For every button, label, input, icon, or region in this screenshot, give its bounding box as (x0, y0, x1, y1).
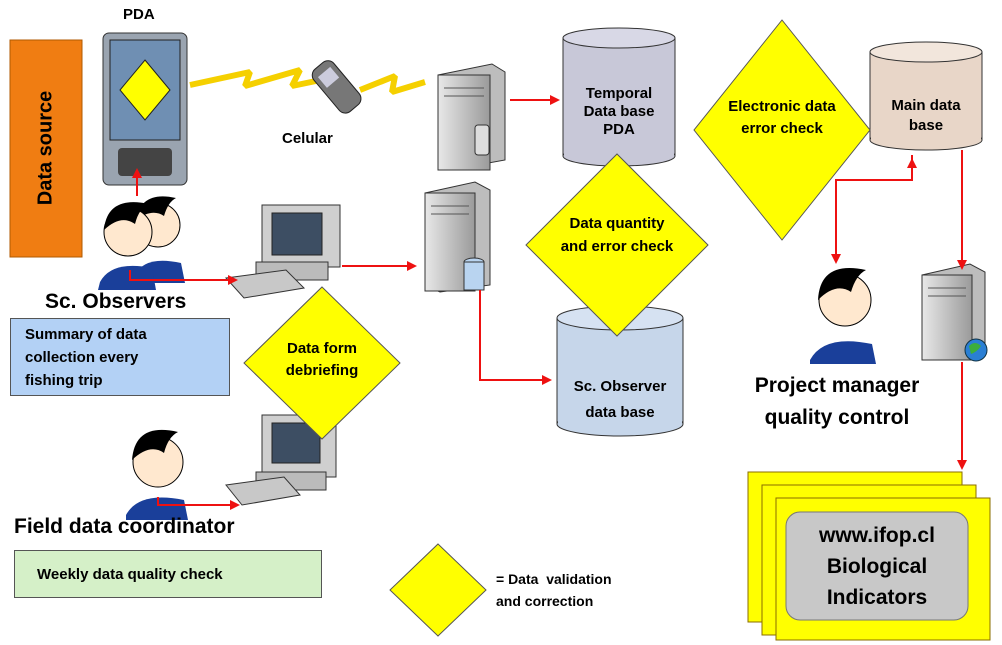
pda-device (102, 32, 188, 186)
project-manager-label: Project manager quality control (722, 370, 952, 434)
workstation-observers (224, 204, 341, 299)
arrow-server-to-observer-db (479, 290, 552, 385)
server-icon-middle (424, 181, 491, 293)
observer-database-cylinder (556, 305, 684, 437)
main-db-label: Main data base (876, 96, 976, 136)
debriefing-diamond (243, 286, 401, 440)
cellphone-icon (311, 60, 362, 114)
project-manager-person-icon (810, 268, 876, 364)
quantity-check-line-2: and error check (560, 238, 674, 255)
electronic-check-label: Electronic data error check (700, 96, 864, 140)
legend-diamond (389, 543, 487, 637)
observer-db-line-2: data base (585, 404, 655, 421)
temporal-db-line-1: Temporal (585, 85, 653, 102)
legend-line-2: and correction (496, 593, 594, 609)
temporal-db-label: Temporal Data base PDA (569, 85, 669, 139)
summary-line-1: Summary of data (25, 326, 147, 343)
web-panel (785, 511, 969, 621)
project-manager-line-1: Project manager (754, 374, 920, 397)
lightning-bolt-1 (189, 67, 341, 89)
debriefing-line-2: debriefing (285, 362, 359, 379)
observer-db-label: Sc. Observer data base (560, 374, 680, 426)
electronic-check-line-1: Electronic data (728, 98, 836, 115)
summary-box: Summary of data collection every fishing… (10, 318, 230, 396)
quantity-check-label: Data quantity and error check (540, 212, 694, 258)
quantity-check-line-1: Data quantity (569, 215, 665, 232)
field-coordinator-title: Field data coordinator (14, 515, 235, 538)
legend-label: = Data validation and correction (496, 568, 612, 612)
observers-title: Sc. Observers (45, 290, 187, 313)
quantity-check-diamond (525, 153, 709, 337)
server-icon-right (921, 263, 988, 362)
web-url: www.ifop.cl (819, 524, 935, 547)
web-line-2: Biological (826, 555, 928, 578)
legend-line-1: = Data validation (496, 571, 612, 587)
electronic-check-line-2: error check (741, 120, 823, 137)
electronic-check-diamond (693, 19, 871, 241)
arrow-observers-to-workstation (129, 270, 238, 285)
observer-person-icon (98, 196, 185, 290)
data-source-bar (9, 39, 83, 258)
lightning-bolt-2 (358, 73, 426, 95)
temporal-database-cylinder (562, 27, 676, 167)
debriefing-label: Data form debriefing (262, 338, 382, 382)
server-icon-top (437, 63, 506, 171)
summary-line-2: collection every (25, 349, 139, 366)
project-manager-line-2: quality control (764, 406, 910, 429)
observer-db-line-1: Sc. Observer (573, 378, 667, 395)
temporal-db-line-3: PDA (603, 121, 635, 138)
pda-diamond (119, 59, 171, 121)
arrow-main-to-manager (831, 155, 913, 264)
celular-label: Celular (282, 130, 333, 147)
arrow-coordinator-to-workstation (157, 497, 240, 510)
main-db-line-2: base (908, 117, 944, 134)
main-db-line-1: Main data (891, 97, 961, 114)
web-label: www.ifop.cl Biological Indicators (786, 520, 968, 613)
data-source-label: Data source (34, 90, 57, 206)
pda-label: PDA (123, 6, 155, 23)
arrow-manager-to-main (836, 158, 917, 181)
temporal-db-line-2: Data base (583, 103, 655, 120)
summary-line-3: fishing trip (25, 372, 103, 389)
debriefing-line-1: Data form (286, 340, 357, 357)
main-database-cylinder (869, 41, 983, 151)
weekly-box: Weekly data quality check (14, 550, 322, 598)
web-line-3: Indicators (826, 586, 928, 609)
coordinator-person-icon (126, 429, 188, 520)
